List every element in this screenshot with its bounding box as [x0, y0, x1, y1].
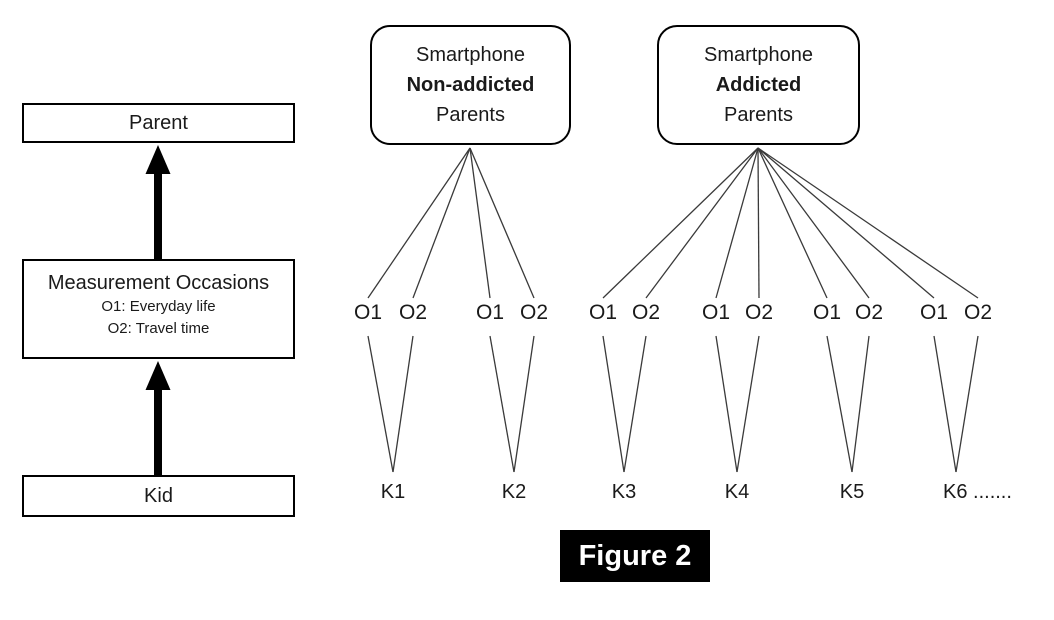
measurement-occasions-box: Measurement Occasions O1: Everyday life …: [22, 259, 295, 359]
occasion-to-kid-lines: [367, 335, 979, 473]
k2-occasion-1-label: O1: [475, 301, 504, 324]
addicted-fan-lines: [602, 147, 979, 299]
non-addicted-fan-lines: [367, 147, 535, 299]
kid-1-label: K1: [380, 481, 406, 503]
k4-occasion-2-label: O2: [744, 301, 773, 324]
non-addicted-parents-box: Smartphone Non-addicted Parents: [370, 25, 571, 145]
addicted-line3: Parents: [724, 104, 793, 126]
non-addicted-line2: Non-addicted: [406, 74, 535, 96]
measurement-occasions-title: Measurement Occasions: [47, 272, 270, 294]
k4-occasion-1-label: O1: [701, 301, 730, 324]
kid-box: Kid: [22, 475, 295, 517]
k1-occasion-2-label: O2: [398, 301, 427, 324]
kid-6-label: K6 .......: [943, 481, 1012, 503]
k5-occasion-1-label: O1: [812, 301, 841, 324]
figure-caption: Figure 2: [560, 530, 710, 582]
parent-label: Parent: [129, 111, 188, 134]
k6-occasion-1-label: O1: [919, 301, 948, 324]
addicted-line1: Smartphone: [704, 44, 813, 66]
parent-box: Parent: [22, 103, 295, 143]
figure-caption-text: Figure 2: [578, 539, 692, 572]
k3-occasion-2-label: O2: [631, 301, 660, 324]
k1-occasion-1-label: O1: [353, 301, 382, 324]
k2-occasion-2-label: O2: [519, 301, 548, 324]
k5-occasion-2-label: O2: [854, 301, 883, 324]
kid-label: Kid: [144, 484, 173, 507]
kid-2-label: K2: [501, 481, 527, 503]
kid-4-label: K4: [724, 481, 750, 503]
occasion-1-definition: O1: Everyday life: [101, 298, 216, 315]
addicted-line2: Addicted: [715, 74, 802, 96]
non-addicted-line3: Parents: [436, 104, 505, 126]
non-addicted-line1: Smartphone: [416, 44, 525, 66]
k6-occasion-2-label: O2: [963, 301, 992, 324]
kid-to-measurement-arrow: [145, 361, 171, 476]
measurement-to-parent-arrow: [145, 145, 171, 259]
kid-5-label: K5: [839, 481, 865, 503]
k3-occasion-1-label: O1: [588, 301, 617, 324]
kid-3-label: K3: [611, 481, 637, 503]
addicted-parents-box: Smartphone Addicted Parents: [657, 25, 860, 145]
occasion-2-definition: O2: Travel time: [107, 320, 210, 337]
